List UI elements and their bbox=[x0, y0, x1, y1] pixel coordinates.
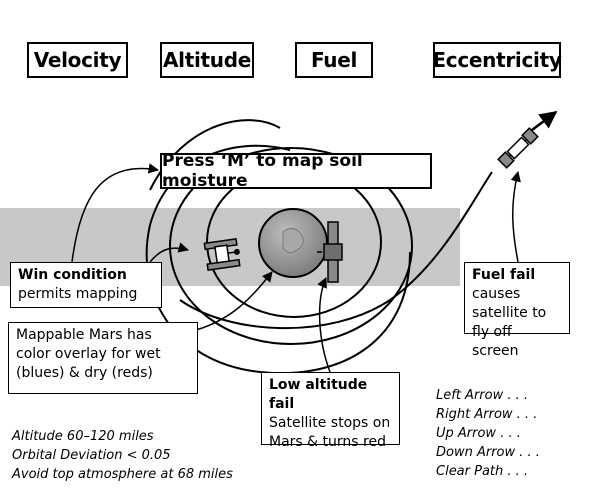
rule-altitude: Altitude 60–120 miles bbox=[12, 429, 154, 444]
connector-mappable bbox=[195, 271, 273, 331]
connector-fuel bbox=[510, 170, 521, 263]
control-up-arrow: Up Arrow . . . bbox=[436, 426, 521, 441]
low-altitude-callout: Low altitude fail Satellite stops on Mar… bbox=[261, 372, 400, 450]
mappable-text: Mappable Mars has color overlay for wet … bbox=[16, 327, 161, 381]
rule-atmosphere: Avoid top atmosphere at 68 miles bbox=[12, 467, 233, 482]
mappable-mars-callout: Mappable Mars has color overlay for wet … bbox=[8, 322, 198, 394]
escape-arrow bbox=[531, 110, 558, 131]
control-left-arrow: Left Arrow . . . bbox=[436, 388, 529, 403]
satellite-fuel-fail bbox=[497, 127, 539, 169]
fuel-fail-title: Fuel fail bbox=[472, 267, 536, 283]
win-title: Win condition bbox=[18, 267, 127, 283]
altitude-header: Altitude bbox=[160, 42, 254, 78]
low-alt-text: Satellite stops on Mars & turns red bbox=[269, 415, 391, 450]
win-condition-callout: Win condition permits mapping bbox=[10, 262, 162, 308]
low-alt-title: Low altitude fail bbox=[269, 377, 368, 412]
fuel-fail-text: causes satellite to fly off screen bbox=[472, 286, 547, 359]
rules-list: Altitude 60–120 miles Orbital Deviation … bbox=[12, 427, 233, 484]
mars-surface-shading bbox=[282, 228, 304, 254]
fuel-fail-callout: Fuel fail causes satellite to fly off sc… bbox=[464, 262, 570, 359]
rule-deviation: Orbital Deviation < 0.05 bbox=[12, 448, 171, 463]
connector-press-m bbox=[71, 163, 160, 263]
velocity-header: Velocity bbox=[27, 42, 128, 78]
eccentricity-header: Eccentricity bbox=[432, 42, 562, 78]
connector-low-alt bbox=[317, 277, 331, 373]
satellite-win bbox=[203, 238, 241, 271]
control-clear-path: Clear Path . . . bbox=[436, 464, 529, 479]
press-m-banner: Press ‘M’ to map soil moisture bbox=[160, 151, 432, 191]
control-down-arrow: Down Arrow . . . bbox=[436, 445, 540, 460]
fuel-header: Fuel bbox=[295, 42, 373, 78]
controls-list: Left Arrow . . . Right Arrow . . . Up Ar… bbox=[436, 386, 540, 481]
control-right-arrow: Right Arrow . . . bbox=[436, 407, 538, 422]
connector-win bbox=[149, 242, 190, 263]
win-text: permits mapping bbox=[18, 286, 138, 302]
satellite-low-altitude bbox=[317, 221, 343, 283]
orbit-middle bbox=[169, 147, 413, 345]
